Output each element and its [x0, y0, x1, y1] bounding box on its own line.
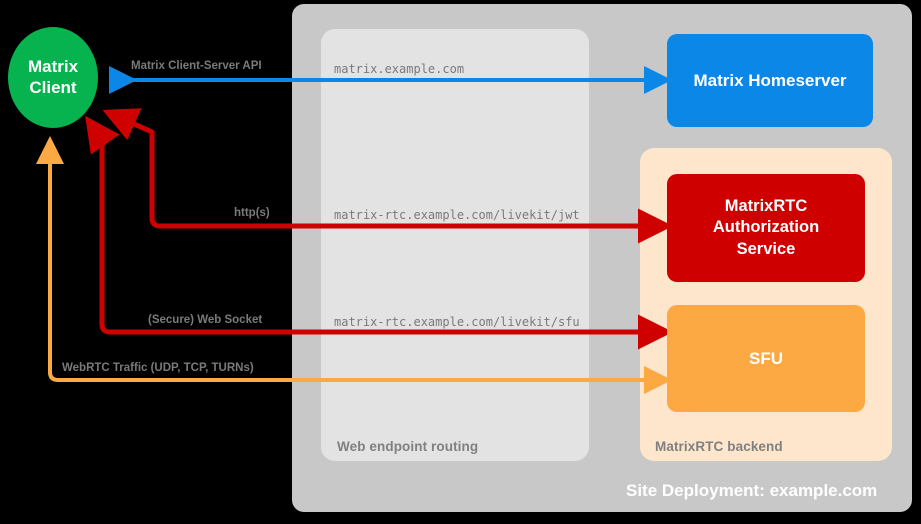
edge-secure-web-socket — [85, 115, 673, 350]
endpoint-label-matrix: matrix.example.com — [334, 62, 465, 76]
edge-webrtc-traffic — [36, 136, 672, 394]
sfu-label: SFU — [749, 348, 783, 368]
zone-label-matrixrtc-backend: MatrixRTC backend — [655, 439, 783, 454]
matrix-client-label: Matrix Client — [27, 57, 79, 97]
auth-service-label: MatrixRTC Authorization Service — [712, 196, 820, 258]
zone-label-site-deployment: Site Deployment: example.com — [626, 481, 878, 500]
matrix-homeserver-label: Matrix Homeserver — [693, 70, 847, 90]
edge-https-jwt — [102, 108, 673, 244]
node-matrix-client[interactable]: Matrix Client — [8, 27, 98, 128]
edge-label-matrix-client-server-api: Matrix Client-Server API — [131, 60, 262, 72]
node-matrix-homeserver[interactable]: Matrix Homeserver — [667, 34, 873, 127]
edge-label-secure-web-socket: (Secure) Web Socket — [148, 314, 263, 326]
zone-web-endpoint-routing — [321, 29, 589, 461]
edge-label-webrtc-traffic: WebRTC Traffic (UDP, TCP, TURNs) — [62, 362, 254, 374]
edge-label-https: http(s) — [234, 207, 270, 219]
node-sfu[interactable]: SFU — [667, 305, 865, 412]
endpoint-label-livekit-sfu: matrix-rtc.example.com/livekit/sfu — [334, 315, 580, 329]
endpoint-label-livekit-jwt: matrix-rtc.example.com/livekit/jwt — [334, 208, 580, 222]
zone-label-web-endpoint-routing: Web endpoint routing — [337, 439, 479, 454]
node-matrixrtc-authorization-service[interactable]: MatrixRTC Authorization Service — [667, 174, 865, 282]
